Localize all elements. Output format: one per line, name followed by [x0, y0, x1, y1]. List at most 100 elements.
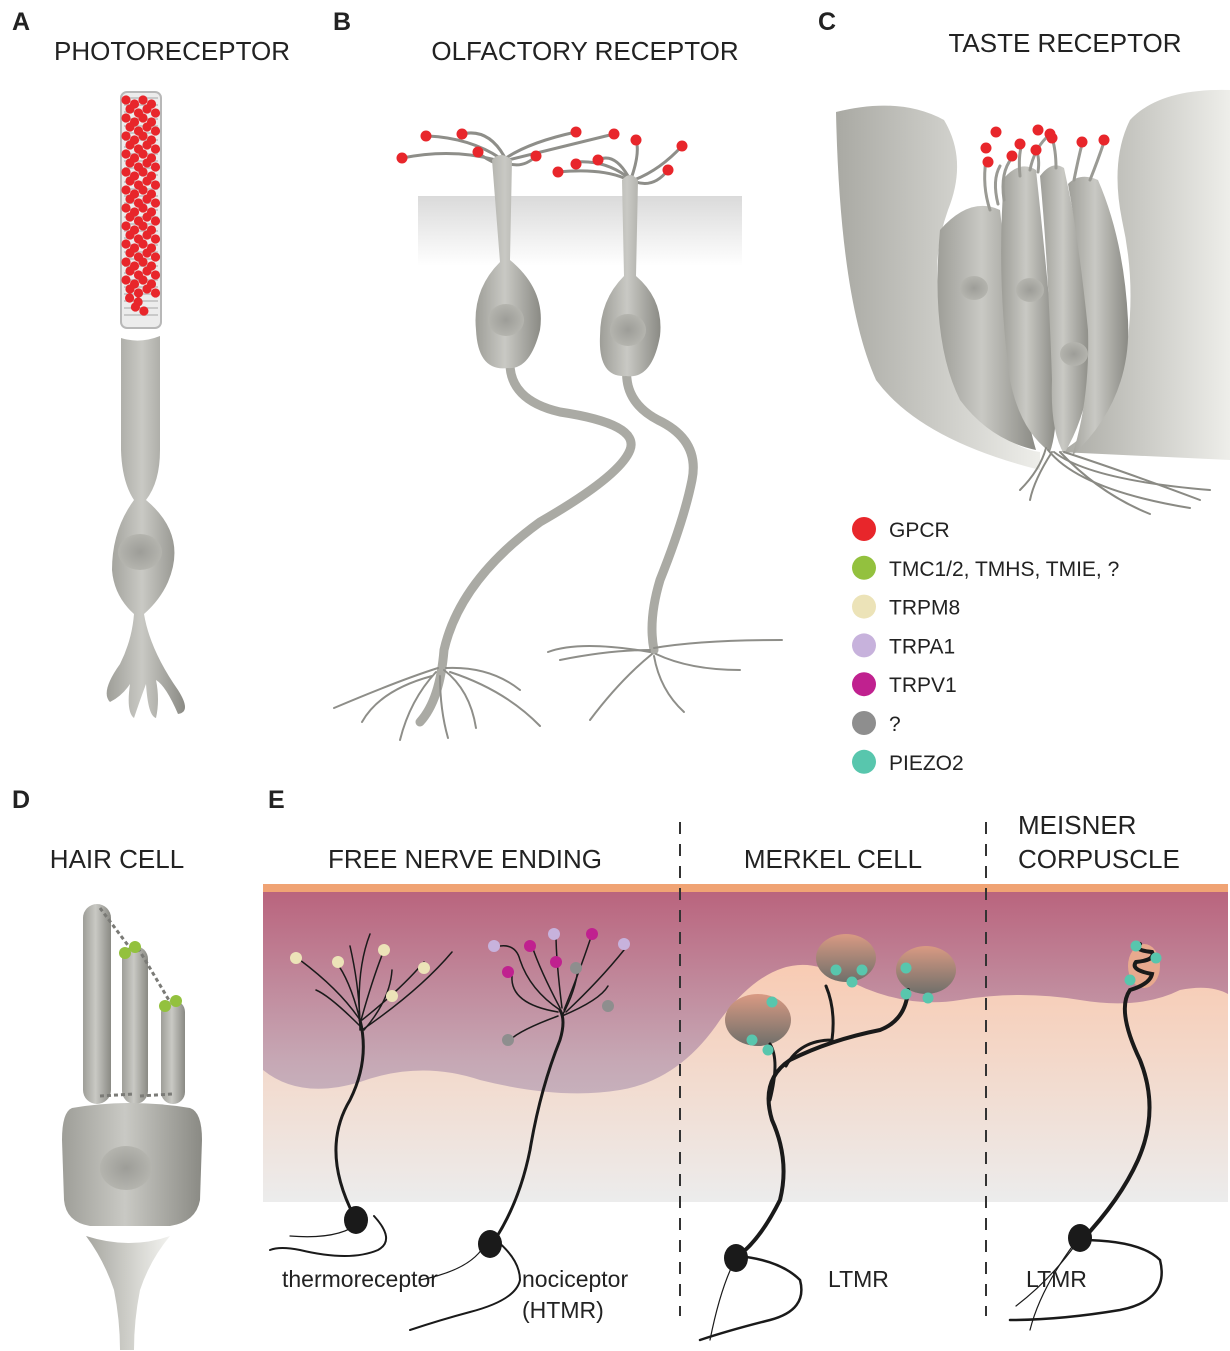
trpm8-dot: [332, 956, 344, 968]
olfactory-gpcr-dot: [457, 129, 468, 140]
gpcr-dot: [125, 284, 134, 293]
gpcr-dot: [151, 144, 160, 153]
olfactory-gpcr-dot: [663, 165, 674, 176]
gpcr-dot: [138, 221, 147, 230]
panel-e: E FREE NERVE ENDING MERKEL CELL MEISNER …: [263, 786, 1228, 1340]
hair-cell-nucleus: [100, 1146, 152, 1190]
merkel-ltmr-soma: [724, 1244, 748, 1272]
gpcr-dot: [121, 113, 130, 122]
piezo2-dot: [901, 989, 912, 1000]
thermoreceptor-label: thermoreceptor: [282, 1266, 438, 1292]
legend-swatch-6: [852, 750, 876, 774]
panel-c-letter: C: [818, 8, 836, 36]
gpcr-dot: [125, 176, 134, 185]
gpcr-dot: [139, 306, 148, 315]
piezo2-dot: [923, 993, 934, 1004]
gpcr-dot: [151, 234, 160, 243]
taste-gpcr-dot: [1015, 139, 1026, 150]
panel-a-letter: A: [12, 8, 30, 36]
gpcr-dot: [138, 113, 147, 122]
transduction-channel-2: [129, 941, 141, 953]
gpcr-dot: [125, 293, 134, 302]
piezo2-dot: [831, 965, 842, 976]
gpcr-dot: [121, 257, 130, 266]
olfactory-gpcr-dot: [609, 129, 620, 140]
olfactory-gpcr-dot: [571, 159, 582, 170]
legend-label-2: TRPM8: [889, 597, 960, 620]
gpcr-dot: [151, 162, 160, 171]
gpcr-dot: [151, 270, 160, 279]
panel-c: C TASTE RECEPTOR: [818, 8, 1230, 514]
panel-d-letter: D: [12, 786, 30, 814]
taste-gpcr-dot: [991, 127, 1002, 138]
olfactory-gpcr-dot: [421, 131, 432, 142]
legend-swatch-5: [852, 711, 876, 735]
panel-b-letter: B: [333, 8, 351, 36]
gpcr-dot: [142, 104, 151, 113]
olfactory-gpcr-dot: [571, 127, 582, 138]
nociceptor-channel-dot: [550, 956, 562, 968]
taste-gpcr-dot: [1031, 145, 1042, 156]
nociceptor-channel-dot: [502, 966, 514, 978]
gpcr-dot: [121, 275, 130, 284]
stereocilium-short: [161, 1000, 185, 1104]
merkel-cell-1: [725, 994, 791, 1046]
gpcr-dot: [121, 239, 130, 248]
panel-c-title: TASTE RECEPTOR: [948, 28, 1181, 58]
olfactory-gpcr-dot: [553, 167, 564, 178]
nociceptor-label-line1: nociceptor: [522, 1266, 628, 1292]
olfactory-gpcr-dot: [631, 135, 642, 146]
gpcr-dot: [121, 221, 130, 230]
transduction-channel-1: [119, 947, 131, 959]
gpcr-dot: [121, 185, 130, 194]
gpcr-dot: [125, 230, 134, 239]
transduction-channel-3: [159, 1000, 171, 1012]
gpcr-dot: [138, 275, 147, 284]
nociceptor-channel-dot: [602, 1000, 614, 1012]
gpcr-dot: [121, 167, 130, 176]
taste-gpcr-dot: [983, 157, 994, 168]
legend-label-6: PIEZO2: [889, 752, 964, 775]
gpcr-dot: [142, 122, 151, 131]
olfactory-gpcr-dot: [473, 147, 484, 158]
merkel-cell-title: MERKEL CELL: [744, 844, 922, 874]
panel-b-title: OLFACTORY RECEPTOR: [431, 36, 738, 66]
gpcr-dot: [125, 140, 134, 149]
piezo2-dot: [747, 1035, 758, 1046]
nociceptor-channel-dot: [570, 962, 582, 974]
nociceptor-label-line2: (HTMR): [522, 1297, 604, 1323]
taste-nucleus-2: [1016, 278, 1044, 302]
taste-nucleus-1: [960, 276, 988, 300]
piezo2-dot: [763, 1045, 774, 1056]
taste-gpcr-dot: [1033, 125, 1044, 136]
stereocilium-middle: [122, 946, 148, 1104]
transduction-channel-4: [170, 995, 182, 1007]
trpm8-dot: [290, 952, 302, 964]
gpcr-dot: [125, 194, 134, 203]
gpcr-dot: [138, 239, 147, 248]
nociceptor-channel-dot: [618, 938, 630, 950]
gpcr-dot: [138, 95, 147, 104]
gpcr-dot: [138, 149, 147, 158]
nociceptor-channel-dot: [548, 928, 560, 940]
taste-gpcr-dot: [1077, 137, 1088, 148]
gpcr-dot: [142, 212, 151, 221]
legend-label-4: TRPV1: [889, 674, 957, 697]
piezo2-dot: [767, 997, 778, 1008]
gpcr-dot: [151, 108, 160, 117]
photoreceptor-body: [107, 336, 185, 718]
gpcr-dot: [131, 302, 140, 311]
panel-e-letter: E: [268, 786, 285, 814]
panel-b: B OLFACTORY RECEPTOR: [333, 8, 782, 740]
gpcr-dot: [125, 104, 134, 113]
gpcr-dot: [151, 216, 160, 225]
legend-label-3: TRPA1: [889, 635, 955, 658]
panel-a: A PHOTORECEPTOR: [12, 8, 290, 718]
nociceptor-channel-dot: [502, 1034, 514, 1046]
gpcr-dot: [142, 176, 151, 185]
gpcr-dot: [121, 95, 130, 104]
legend: GPCRTMC1/2, TMHS, TMIE, ?TRPM8TRPA1TRPV1…: [852, 517, 1119, 775]
meissner-title-line1: MEISNER: [1018, 810, 1136, 840]
gpcr-dot: [142, 284, 151, 293]
